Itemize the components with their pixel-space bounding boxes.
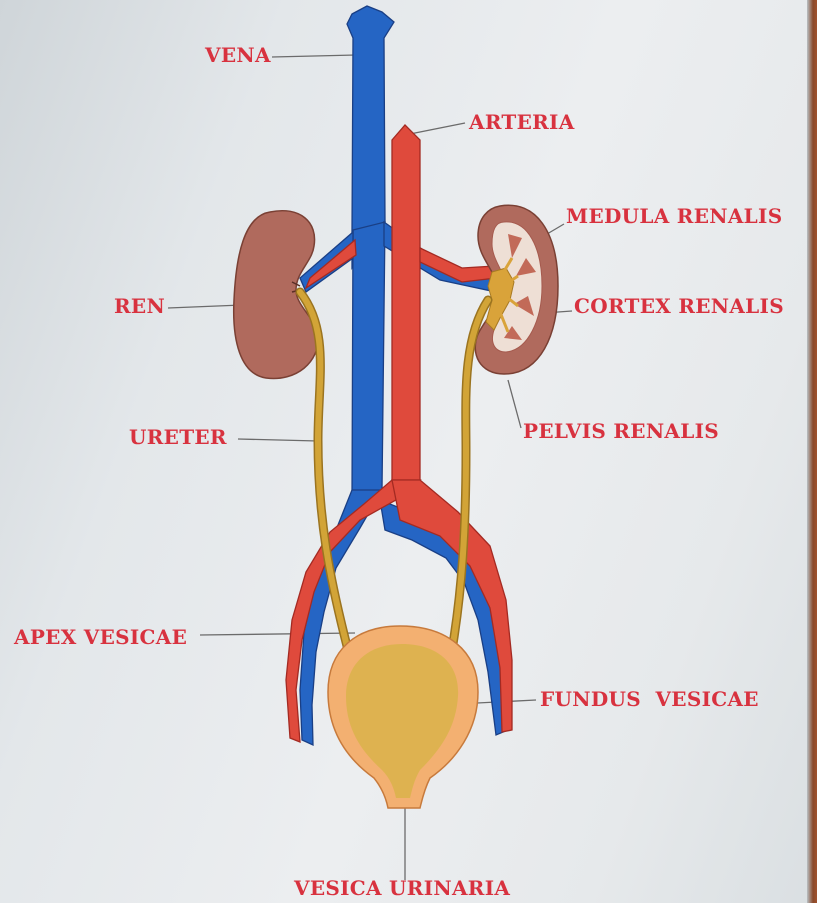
vena-trunk-shape xyxy=(352,222,385,495)
bladder-inner-shape xyxy=(346,644,458,798)
label-ren: REN xyxy=(114,296,165,316)
leader-pelvis-renalis xyxy=(508,380,521,428)
label-fundus-vesicae: FUNDUS VESICAE xyxy=(540,689,759,709)
label-medula-renalis: MEDULA RENALIS xyxy=(566,206,782,226)
leader-vena xyxy=(272,55,356,57)
leader-arteria xyxy=(410,123,465,134)
leader-ren xyxy=(168,305,242,308)
label-ureter: URETER xyxy=(129,427,227,447)
label-vena: VENA xyxy=(205,45,271,65)
label-apex-vesicae: APEX VESICAE xyxy=(14,627,187,647)
label-pelvis-renalis: PELVIS RENALIS xyxy=(523,421,719,441)
aorta-shape xyxy=(392,125,420,488)
poster-edge xyxy=(807,0,817,903)
leader-ureter xyxy=(238,439,318,441)
label-arteria: ARTERIA xyxy=(469,112,575,132)
leader-apex-vesicae xyxy=(200,633,355,635)
vesica-urinaria xyxy=(328,626,478,808)
label-vesica-urinaria: VESICA URINARIA xyxy=(294,878,510,898)
label-cortex-renalis: CORTEX RENALIS xyxy=(574,296,784,316)
